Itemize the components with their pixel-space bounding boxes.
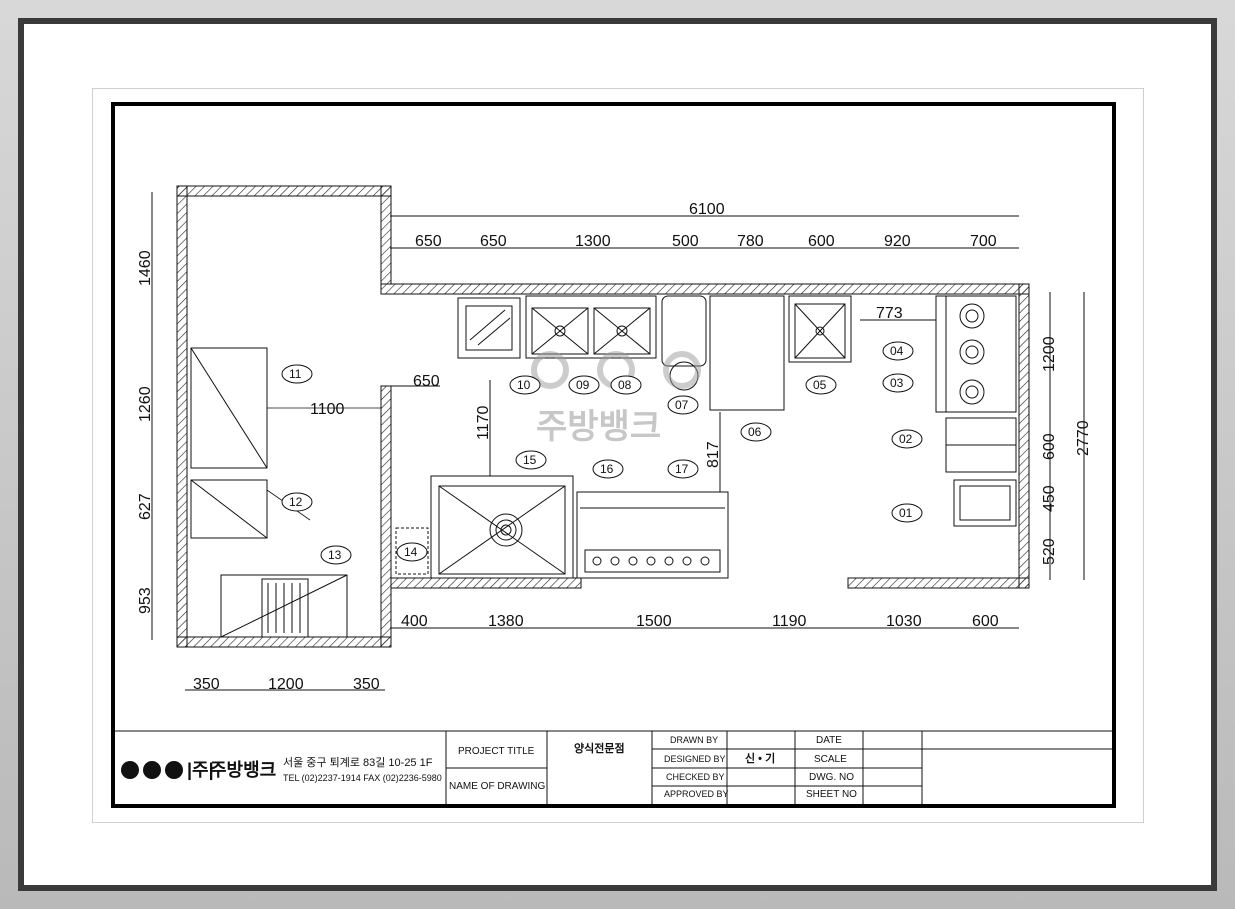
dim-right: 600 — [1041, 433, 1058, 460]
dim-bottom-left: 350 — [193, 676, 220, 693]
tag-label: 01 — [899, 506, 913, 520]
tag-label: 11 — [289, 367, 302, 381]
scale-label: SCALE — [814, 754, 847, 765]
date-label: DATE — [816, 735, 842, 746]
tag-label: 06 — [748, 425, 762, 439]
dim-top-seg: 920 — [884, 233, 911, 250]
tag-label: 10 — [517, 378, 531, 392]
dim-total-top: 6100 — [689, 201, 725, 218]
logo-chef-icon — [165, 761, 183, 779]
equipment-tags — [281, 341, 923, 565]
dim-top-seg: 500 — [672, 233, 699, 250]
dim-bottom: 1500 — [636, 613, 672, 630]
company-name: 주방뱅크 — [210, 760, 276, 780]
dim-top-seg: 780 — [737, 233, 764, 250]
dimension-lines — [151, 192, 1085, 691]
tag-label: 16 — [600, 462, 614, 476]
project-title-value: 양식전문점 — [574, 741, 625, 755]
watermark: 주방뱅크 — [536, 408, 661, 446]
tag-label: 02 — [899, 432, 913, 446]
dwg-no-label: DWG. NO — [809, 772, 854, 783]
tag-label: 13 — [328, 548, 342, 562]
logo-pot-icon — [121, 761, 139, 779]
designed-by-value: 신 • 기 — [745, 751, 775, 765]
dim-inner-650: 650 — [413, 373, 440, 390]
name-of-drawing-label: NAME OF DRAWING — [449, 781, 546, 792]
dim-bottom: 1380 — [488, 613, 524, 630]
dim-top-seg: 650 — [415, 233, 442, 250]
dim-inner-773: 773 — [876, 305, 903, 322]
tag-label: 05 — [813, 378, 827, 392]
walls — [176, 185, 1030, 648]
tag-label: 03 — [890, 376, 904, 390]
sheet-no-label: SHEET NO — [806, 789, 857, 800]
tag-label: 12 — [289, 495, 303, 509]
dim-bottom-left: 350 — [353, 676, 380, 693]
logo-fork-icon — [143, 761, 161, 779]
drawing-border — [111, 102, 1116, 808]
dim-bottom: 1030 — [886, 613, 922, 630]
title-block — [115, 730, 1112, 804]
tag-label: 04 — [890, 344, 904, 358]
tag-label: 09 — [576, 378, 590, 392]
drawn-by-label: DRAWN BY — [670, 735, 718, 745]
watermark-logo-icon — [663, 351, 701, 389]
project-title-label: PROJECT TITLE — [458, 746, 535, 757]
dim-top-seg: 1300 — [575, 233, 611, 250]
dim-bottom: 400 — [401, 613, 428, 630]
dim-inner-1170: 1170 — [475, 405, 492, 440]
dim-inner-1100: 1100 — [310, 401, 345, 418]
tag-label: 07 — [675, 398, 689, 412]
tag-label: 14 — [404, 545, 418, 559]
dim-top-seg: 600 — [808, 233, 835, 250]
dim-bottom: 600 — [972, 613, 999, 630]
company-tel: TEL (02)2237-1914 FAX (02)2236-5980 — [283, 773, 442, 783]
tag-label: 15 — [523, 453, 537, 467]
dim-bottom-left: 1200 — [268, 676, 304, 693]
tag-label: 17 — [675, 462, 689, 476]
dim-top-seg: 700 — [970, 233, 997, 250]
dim-left: 1260 — [137, 386, 154, 422]
dim-left: 953 — [137, 587, 154, 614]
cooking-line — [935, 295, 1017, 527]
center-equipment — [395, 475, 729, 579]
checked-by-label: CHECKED BY — [666, 772, 725, 782]
walk-in-units — [190, 347, 381, 638]
top-equipment — [457, 295, 852, 411]
designed-by-label: DESIGNED BY — [664, 754, 726, 764]
company-prefix: |주| — [187, 760, 214, 780]
company-address: 서울 중구 퇴계로 83길 10-25 1F — [283, 756, 433, 769]
dim-right-total: 2770 — [1075, 420, 1092, 456]
dim-top-seg: 650 — [480, 233, 507, 250]
dim-right: 520 — [1041, 538, 1058, 565]
dim-left: 627 — [137, 493, 154, 520]
dim-right: 450 — [1041, 485, 1058, 512]
dim-bottom: 1190 — [772, 613, 807, 630]
dim-inner-817: 817 — [705, 441, 722, 468]
approved-by-label: APPROVED BY — [664, 789, 729, 799]
tag-label: 08 — [618, 378, 632, 392]
dim-right: 1200 — [1041, 336, 1058, 372]
dim-left: 1460 — [137, 250, 154, 286]
watermark-logo-icon — [531, 351, 569, 389]
